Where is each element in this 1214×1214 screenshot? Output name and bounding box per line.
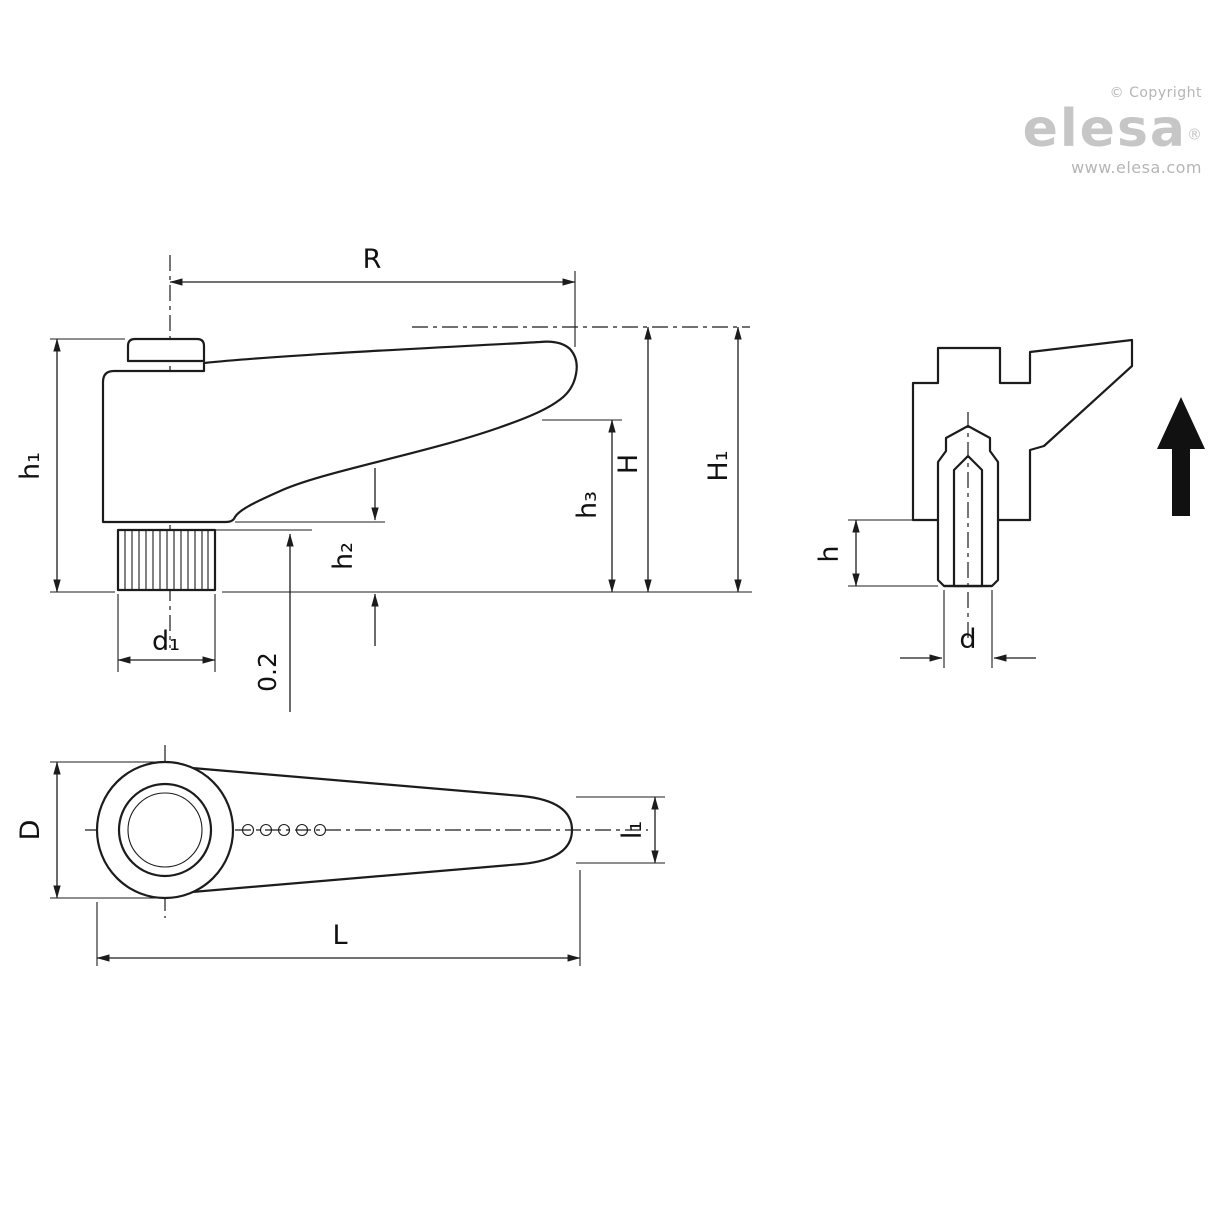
registered-mark: ® bbox=[1187, 126, 1202, 145]
dimension-h2: h₂ bbox=[328, 468, 379, 646]
brand-name: elesa bbox=[1022, 99, 1187, 160]
index-dot bbox=[313, 823, 327, 837]
dimension-h1: h₁ bbox=[15, 338, 125, 593]
l1-label: l₁ bbox=[617, 821, 648, 839]
dimension-R: R bbox=[169, 244, 576, 347]
side-view: R h₁ H H₁ bbox=[15, 244, 752, 712]
bushing-hatched bbox=[936, 424, 1000, 588]
lever-body-outline bbox=[101, 340, 578, 524]
h-label: h bbox=[814, 545, 845, 562]
up-arrow-icon bbox=[1157, 397, 1205, 516]
L-label: L bbox=[332, 920, 347, 951]
lever-cap bbox=[126, 337, 206, 363]
gap-label: 0.2 bbox=[253, 652, 282, 692]
index-dot bbox=[277, 823, 291, 837]
plan-view: D l₁ L bbox=[15, 745, 665, 966]
brand-row: elesa® bbox=[1023, 101, 1202, 158]
R-label: R bbox=[363, 244, 382, 275]
dimension-H1: H₁ bbox=[703, 326, 742, 593]
d-label: d bbox=[959, 624, 976, 655]
dimension-H: H bbox=[613, 326, 652, 593]
H1-label: H₁ bbox=[703, 450, 734, 481]
plan-lever-outline bbox=[191, 766, 574, 894]
d1-label: d₁ bbox=[152, 626, 180, 657]
website-url: www.elesa.com bbox=[1071, 157, 1202, 177]
index-dot bbox=[241, 823, 255, 837]
hub-bore-inner-circle bbox=[127, 792, 203, 868]
dimension-d1: d₁ bbox=[117, 594, 216, 672]
dimension-d: d bbox=[900, 590, 1036, 668]
dimension-D: D bbox=[15, 761, 156, 899]
dimension-h: h bbox=[814, 519, 938, 587]
index-dot bbox=[295, 823, 309, 837]
h3-label: h₃ bbox=[572, 491, 603, 519]
dimension-l1: l₁ bbox=[576, 796, 665, 864]
section-body-hatched bbox=[911, 338, 1134, 522]
dimension-h3: h₃ bbox=[542, 419, 622, 593]
index-dots bbox=[241, 823, 327, 837]
D-label: D bbox=[15, 820, 46, 841]
elesa-logo: © Copyright elesa® www.elesa.com bbox=[1023, 85, 1202, 177]
H-label: H bbox=[613, 454, 644, 474]
copyright-text: © Copyright bbox=[1109, 85, 1202, 101]
hub-bore-circle bbox=[117, 782, 213, 878]
h1-label: h₁ bbox=[15, 452, 46, 480]
section-detail-view: h d bbox=[814, 338, 1205, 668]
index-dot bbox=[259, 823, 273, 837]
h2-label: h₂ bbox=[328, 542, 359, 570]
dimension-L: L bbox=[96, 870, 581, 966]
knurl-lines bbox=[124, 531, 209, 589]
callout-gap-02: 0.2 bbox=[253, 533, 294, 712]
